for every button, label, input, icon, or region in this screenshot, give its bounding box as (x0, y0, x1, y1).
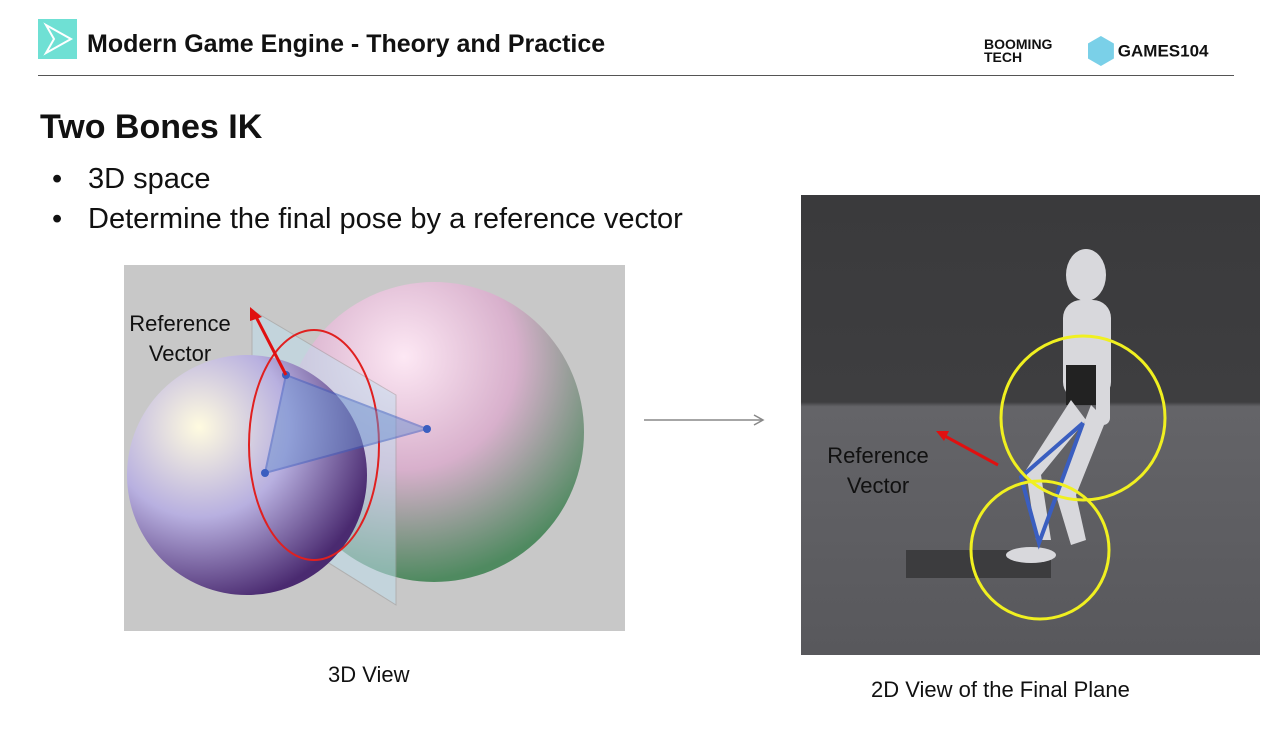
brand-logos: BOOMING TECH GAMES104 (984, 36, 1208, 66)
reference-vector-label: Reference Vector (120, 309, 240, 369)
reference-vector-label: Reference Vector (813, 441, 943, 501)
booming-tech-logo: BOOMING TECH (984, 36, 1053, 65)
label-line: Vector (846, 473, 910, 498)
header-divider (38, 75, 1234, 76)
bullet-item: •Determine the final pose by a reference… (52, 203, 683, 235)
2d-view-figure: Reference Vector (801, 195, 1260, 655)
bullet-text: 3D space (88, 163, 211, 195)
course-logo-icon (38, 19, 77, 59)
bullet-text: Determine the final pose by a reference … (88, 203, 683, 235)
header-title: Modern Game Engine - Theory and Practice (87, 30, 606, 58)
games104-logo: GAMES104 (1117, 41, 1209, 61)
slide-title: Two Bones IK (40, 108, 263, 146)
3d-view-caption: 3D View (328, 662, 410, 687)
3d-view-figure: Reference Vector (124, 265, 625, 631)
arrow-icon (644, 412, 766, 433)
games104-cube-icon (1087, 36, 1114, 66)
label-line: Vector (148, 341, 212, 366)
2d-view-caption: 2D View of the Final Plane (871, 677, 1130, 702)
label-line: Reference (827, 443, 929, 468)
bullet-item: •3D space (52, 163, 211, 195)
label-line: Reference (129, 311, 231, 336)
